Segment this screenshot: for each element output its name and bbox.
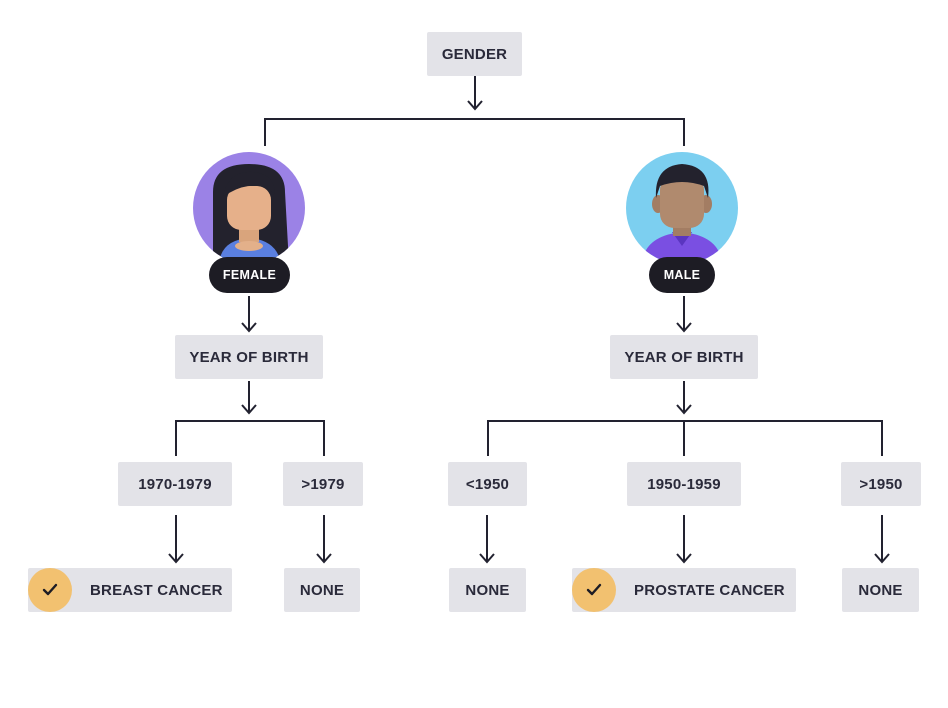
male-year-of-birth-node: YEAR OF BIRTH bbox=[610, 335, 758, 379]
outcome-none-female: NONE bbox=[284, 568, 360, 612]
male-branch-1950-1959: 1950-1959 bbox=[627, 462, 741, 506]
outcome-none-male-after-1950: NONE bbox=[842, 568, 919, 612]
male-avatar-icon bbox=[626, 152, 738, 264]
root-node-gender: GENDER bbox=[427, 32, 522, 76]
male-branch-after-1950: >1950 bbox=[841, 462, 921, 506]
female-label-pill: FEMALE bbox=[209, 257, 290, 293]
female-year-of-birth-node: YEAR OF BIRTH bbox=[175, 335, 323, 379]
female-avatar-icon bbox=[193, 152, 305, 264]
outcome-prostate-cancer-label: PROSTATE CANCER bbox=[634, 581, 785, 599]
male-label-pill: MALE bbox=[649, 257, 715, 293]
male-branch-before-1950: <1950 bbox=[448, 462, 527, 506]
check-icon bbox=[572, 568, 616, 612]
outcome-none-male-before-1950: NONE bbox=[449, 568, 526, 612]
outcome-breast-cancer-label: BREAST CANCER bbox=[90, 581, 223, 599]
check-icon bbox=[28, 568, 72, 612]
female-branch-1970-1979: 1970-1979 bbox=[118, 462, 232, 506]
female-branch-after-1979: >1979 bbox=[283, 462, 363, 506]
